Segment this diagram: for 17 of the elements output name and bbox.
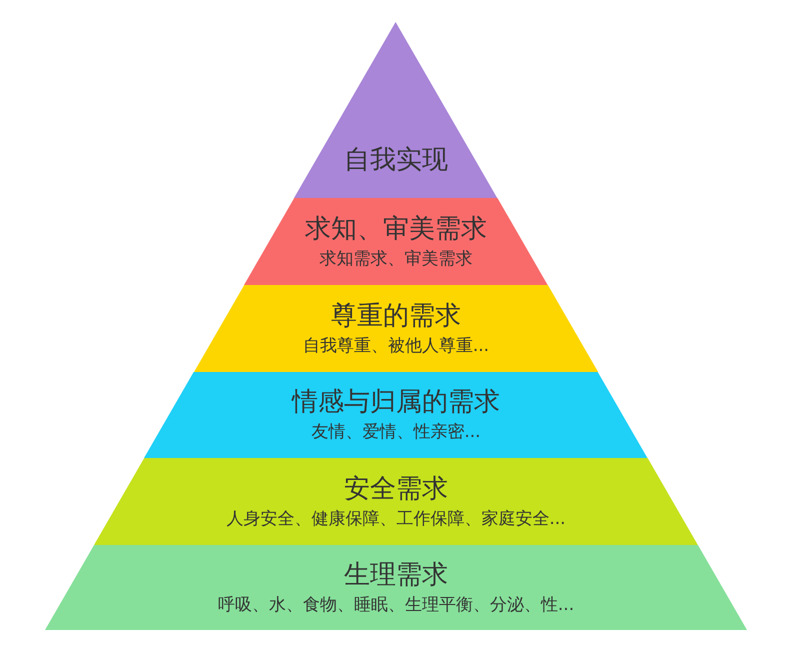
pyramid-tier: [45, 545, 747, 630]
tier-description: 人身安全、健康保障、工作保障、家庭安全...: [226, 508, 566, 530]
tier-title: 自我实现: [344, 144, 448, 176]
tier-description: 自我尊重、被他人尊重...: [302, 336, 490, 356]
pyramid-tier: [294, 22, 498, 198]
tier-title: 求知、审美需求: [304, 214, 487, 245]
tier-description: 求知需求、审美需求: [319, 248, 472, 270]
tier-title: 尊重的需求: [330, 300, 461, 332]
tier-title: 生理需求: [344, 560, 448, 591]
pyramid-tier: [194, 285, 598, 372]
pyramid-tier: [94, 458, 698, 545]
tier-title: 安全需求: [344, 474, 448, 505]
tier-description: 呼吸、水、食物、睡眠、生理平衡、分泌、性...: [218, 594, 574, 616]
pyramid-tier: [244, 198, 548, 285]
tier-description: 友情、爱情、性亲密...: [311, 422, 481, 443]
pyramid-tier: [144, 372, 648, 458]
tier-title: 情感与归属的需求: [292, 387, 500, 418]
